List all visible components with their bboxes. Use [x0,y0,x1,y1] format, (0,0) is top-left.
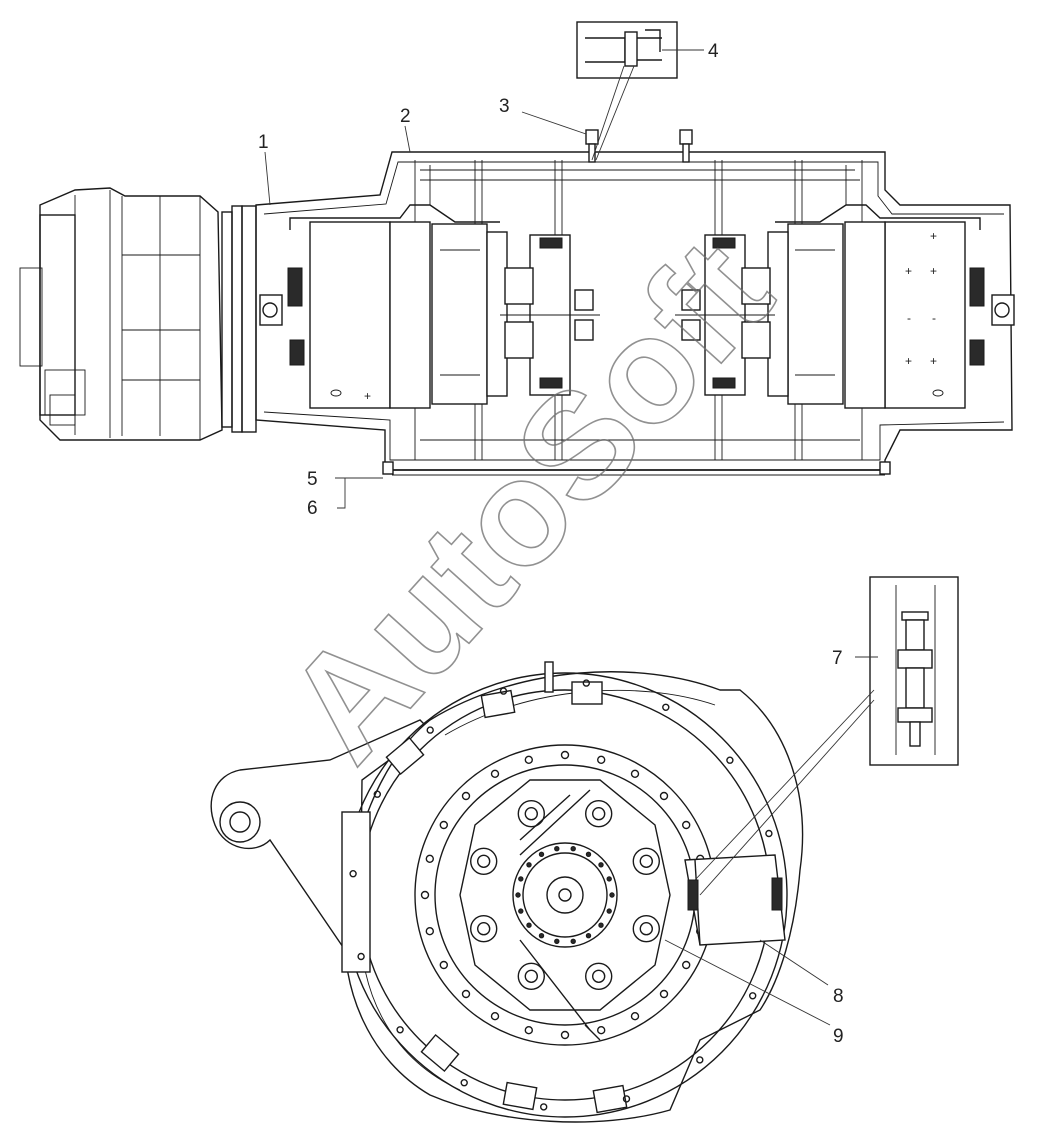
svg-text:+: + [930,229,937,243]
hub-stud [554,938,560,944]
callout-6: 6 [307,498,318,519]
end-view-assembly [210,661,804,1123]
bolt-hole [597,755,606,764]
bolt-hole [490,1012,500,1021]
rim-bolt [696,1056,704,1064]
detail-inset-7 [694,576,959,896]
hub-stud [598,922,604,928]
svg-text:-: - [932,311,936,325]
hub-bolt-nut [524,807,538,821]
callout-9: 9 [833,1026,844,1047]
hub-bolt [470,915,498,943]
svg-text:+: + [905,354,912,368]
callout-4: 4 [708,41,719,62]
bolt-hole [425,854,434,863]
hub-bolt-nut [639,854,653,868]
hub-bolt [632,847,660,875]
hub-bolt-nut [592,807,606,821]
bolt-hole [659,791,669,801]
hub-stud [518,908,524,914]
svg-text:-: - [907,311,911,325]
leader-lines [264,49,878,1026]
hub-stud [570,846,576,852]
hub-stud [538,851,545,857]
hub-bolt-nut [477,922,491,936]
svg-text:+: + [930,264,937,278]
hub-stud [609,892,615,898]
hub-stud [526,922,532,928]
top-view-assembly: + + + + - - + [19,21,1015,476]
right-brake-unit: + + + - - + + [675,221,1015,409]
bolt-hole [490,769,500,778]
hub-bolt-nut [639,922,653,936]
callout-8: 8 [833,986,844,1007]
rim-bolt [582,679,590,687]
hub-bolts [470,800,660,990]
hub-stud [585,851,592,857]
motor-housing [19,187,257,441]
hub-bolt [585,962,613,990]
rim-bolt [726,756,734,764]
rim-bolt [426,726,434,734]
rim-bolt [460,1078,468,1087]
hub-stud [606,908,612,914]
hub-bolt [585,800,613,828]
bolt-hole [439,820,448,830]
hub-bolt [517,962,545,990]
hub-stud [570,938,576,944]
left-brake-unit: + [259,221,600,409]
rim-bolt [765,829,773,838]
hub-stud [526,862,532,868]
bolt-hole [439,960,448,970]
rim-bolt [662,703,670,711]
hub-stud [598,862,604,868]
hub-bolt-nut [592,969,606,983]
bolt-hole [420,890,430,900]
bolt-hole [630,1012,640,1021]
callout-7: 7 [832,648,843,669]
rim-bolt [749,992,757,1000]
svg-text:+: + [364,389,371,403]
bolt-hole [682,820,691,830]
rim-bolt [349,870,357,878]
rim-bolt [540,1103,548,1111]
callout-2: 2 [400,106,411,127]
callout-3: 3 [499,96,510,117]
bolt-hole [597,1025,606,1035]
bolt-hole [425,927,434,936]
callout-5: 5 [307,469,318,490]
bolt-hole [560,1030,570,1040]
bolt-hole [524,1025,533,1035]
hub-stud [515,892,521,898]
svg-text:+: + [905,264,912,278]
hub-stud [606,876,612,882]
hub-bolt [517,800,545,828]
bolt-hole [524,755,533,764]
rim-bolt [396,1026,404,1034]
top-valves [585,129,693,163]
bolt-hole [659,989,669,999]
hub-bolt [470,847,498,875]
hub-bolt [632,915,660,943]
rim-bolt [373,790,381,798]
bolt-hole [560,750,570,760]
rim-bolt [622,1095,631,1103]
rim-bolt [357,952,365,961]
hub-bolt-nut [524,969,538,983]
hub-stud [585,933,592,939]
svg-text:+: + [930,354,937,368]
hub-stud [538,933,545,939]
bolt-hole [630,769,640,778]
hub-bolt-nut [477,854,491,868]
hub-stud [554,846,560,852]
rim-bolt [499,687,508,695]
callout-1: 1 [258,132,269,153]
bolt-hole [682,960,691,970]
callouts: 1 2 3 4 5 6 7 8 9 [258,41,844,1047]
bolt-hole [461,791,471,801]
bolt-hole [461,989,471,999]
hub-stud [518,876,524,882]
